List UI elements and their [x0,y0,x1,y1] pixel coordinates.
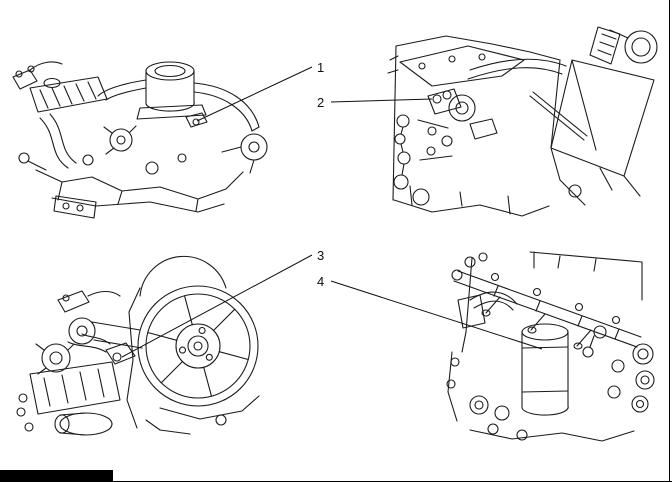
leader-line-3 [121,254,313,358]
page-border-right [669,0,670,482]
leader-line-2 [330,98,433,103]
footer-bar [0,470,113,482]
callout-2-label: 2 [317,95,325,110]
callout-1-label: 1 [317,60,325,75]
callout-3-label: 3 [317,248,325,263]
leader-line-1 [196,66,313,122]
callout-4: 4 [317,274,324,289]
leader-line-4 [330,280,543,350]
callout-4-label: 4 [317,274,325,289]
callout-3: 3 [317,248,324,263]
engine-illustration-top-left [12,61,268,219]
engine-illustration-top-right [387,26,658,217]
leader-lines [121,66,543,358]
callout-1: 1 [317,60,324,75]
callout-2: 2 [317,95,324,110]
engine-illustration-bottom-right [446,251,655,442]
engine-illustration-bottom-left [16,255,260,436]
